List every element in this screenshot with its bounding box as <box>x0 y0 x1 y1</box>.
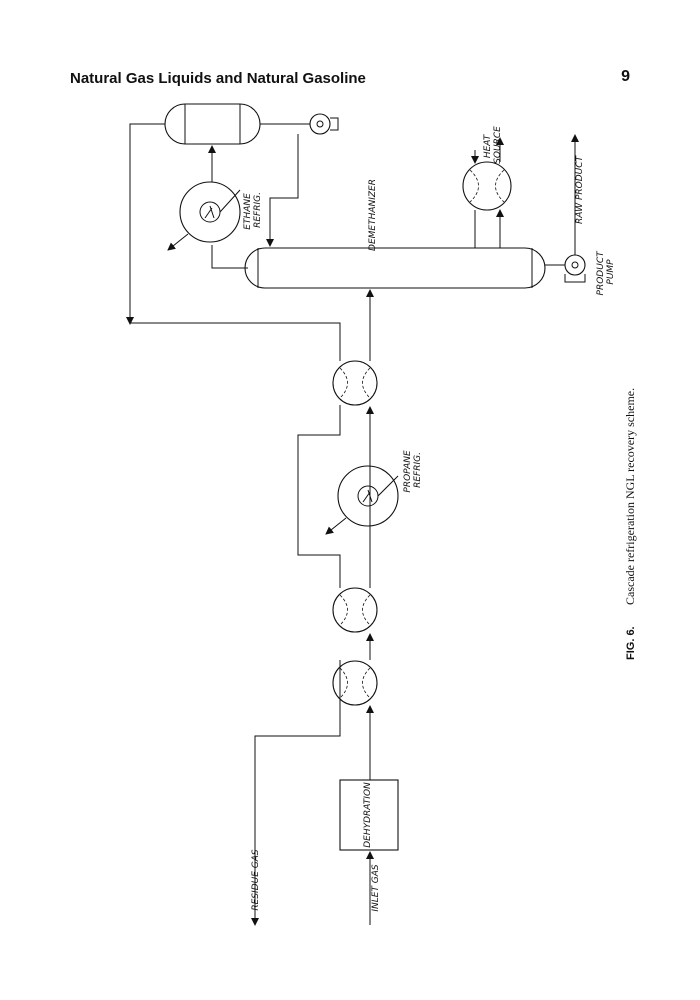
caption-number: FIG. 6. <box>625 626 637 660</box>
demethanizer-column <box>244 247 546 289</box>
raw-product-label: RAW PRODUCT <box>575 154 585 224</box>
demethanizer-label: DEMETHANIZER <box>368 179 378 251</box>
ethane-refrig-label-line1: ETHANE <box>243 193 253 230</box>
product-pump-label-line2: PUMP <box>606 259 616 285</box>
reboiler-exchanger <box>462 161 512 211</box>
running-title: Natural Gas Liquids and Natural Gasoline <box>70 70 366 87</box>
gas-exchanger-3 <box>332 660 378 706</box>
page-number: 9 <box>621 68 630 85</box>
propane-refrig-label-line1: PROPANE <box>403 450 413 493</box>
ethane-refrig-label-line2: REFRIG. <box>253 192 263 228</box>
residue-gas-label: RESIDUE GAS <box>251 849 261 911</box>
heat-source-label-line2: SOURCE <box>493 126 503 164</box>
ethane-refrig-label: ETHANE REFRIG. <box>243 190 263 230</box>
svg-text:ETHANE REFRIG.: ETHANE REFRIG. <box>243 190 263 229</box>
propane-refrigeration-exchanger <box>325 465 399 535</box>
dehydration-unit: DEHYDRATION <box>339 779 399 851</box>
caption-text: Cascade refrigeration NGL recovery schem… <box>623 388 637 605</box>
heat-source-label-line1: HEAT <box>483 133 493 158</box>
gas-exchanger-2 <box>332 587 378 633</box>
product-pump-label-line1: PRODUCT <box>596 250 606 296</box>
reflux-drum <box>164 103 261 145</box>
product-pump-icon <box>564 254 586 283</box>
process-lines <box>126 123 579 926</box>
product-pump-label: PRODUCT PUMP <box>596 249 616 296</box>
gas-exchanger-1 <box>332 360 378 406</box>
reflux-pump-icon <box>309 113 339 135</box>
propane-refrig-label: PROPANE REFRIG. <box>403 447 423 492</box>
dehydration-label: DEHYDRATION <box>363 782 373 848</box>
ethane-refrigeration-exchanger <box>167 181 241 251</box>
inlet-gas-label: INLET GAS <box>371 864 381 912</box>
figure-caption: FIG. 6. Cascade refrigeration NGL recove… <box>623 388 637 660</box>
propane-refrig-label-line2: REFRIG. <box>413 452 423 488</box>
